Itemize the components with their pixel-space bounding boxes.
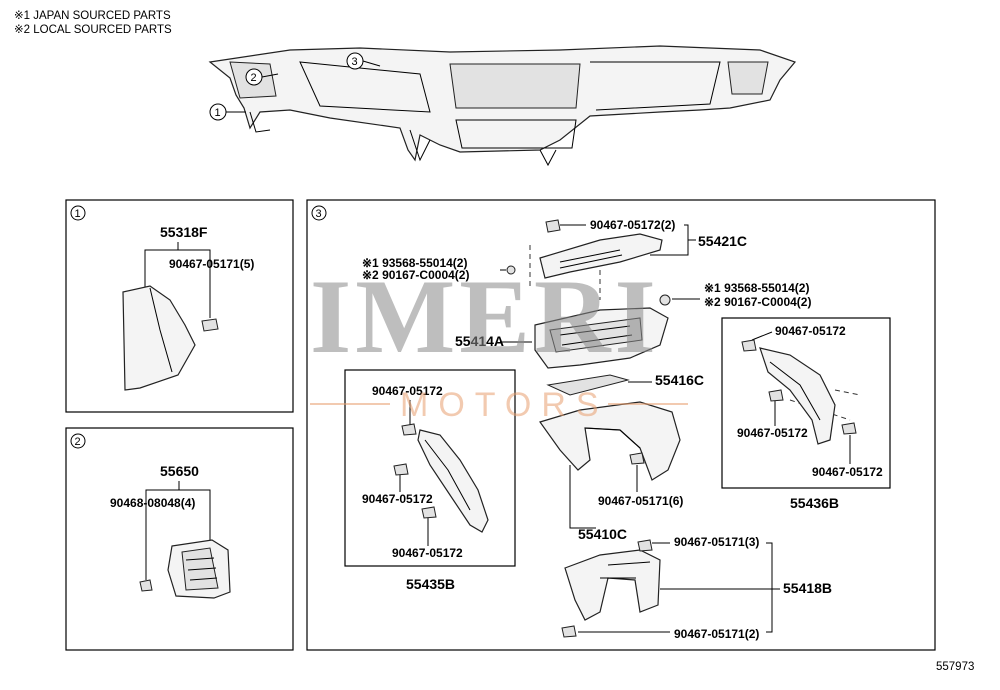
part-55414A-label: 55414A [455,333,504,349]
panel-2-frame [65,427,294,651]
clip-90467-05171-6-label: 90467-05171(6) [598,494,683,508]
part-55650-label: 55650 [160,463,199,479]
clip-55435B-b-label: 90467-05172 [362,492,433,506]
part-55416C-label: 55416C [655,372,704,388]
callout-2-label: 2 [251,72,257,84]
part-55410C-label: 55410C [578,526,627,542]
bolt-right [659,294,671,306]
panel-3-badge [311,205,327,221]
watermark-brand: IMERI [310,258,660,375]
subpanel-55435B-frame [344,369,516,567]
part-55650-shape [139,539,231,599]
note-right-local-label: ※2 90167-C0004(2) [704,295,811,309]
panel-3-badge-label: 3 [316,208,322,220]
note-japan-sourced: ※1 JAPAN SOURCED PARTS [14,10,171,22]
note-right-japan-label: ※1 93568-55014(2) [704,281,809,295]
clip-55436B-b-label: 90467-05172 [737,426,808,440]
part-55436B-shape [741,339,857,445]
diagram-id: 557973 [936,661,974,673]
clip-55435B-a-label: 90467-05172 [372,384,443,398]
clip-55418B-bottom-label: 90467-05171(2) [674,627,759,641]
panel-1-frame [65,199,294,413]
panel-3-frame [306,199,936,651]
clip-55436B-c-label: 90467-05172 [812,465,883,479]
part-55435B-label: 55435B [406,576,455,592]
part-55318F-shape [122,285,219,391]
note-left-japan-label: ※1 93568-55014(2) [362,256,467,270]
part-55318F-label: 55318F [160,224,208,240]
panel-2-badge [70,433,86,449]
clip-90468-08048-label: 90468-08048(4) [110,496,195,510]
clip-90467-05172-2-label: 90467-05172(2) [590,218,675,232]
dashboard-overview [208,45,797,167]
clip-90467-05171-5-label: 90467-05171(5) [169,257,254,271]
callout-3-label: 3 [352,56,358,68]
part-55421C-shape [539,219,663,279]
clip-55436B-a-label: 90467-05172 [775,324,846,338]
part-55435B-shape [393,423,489,533]
part-55436B-label: 55436B [790,495,839,511]
watermark-sub: MOTORS [400,386,609,424]
part-55416C-shape [546,374,630,396]
panel-2-badge-label: 2 [75,436,81,448]
callout-1-label: 1 [215,107,221,119]
panel-1-badge [70,205,86,221]
note-left-local-label: ※2 90167-C0004(2) [362,268,469,282]
clip-55418B-top-label: 90467-05171(3) [674,535,759,549]
part-55421C-label: 55421C [698,233,747,249]
subpanel-55436B-frame [721,317,891,489]
panel-1-badge-label: 1 [75,208,81,220]
note-local-sourced: ※2 LOCAL SOURCED PARTS [14,24,172,36]
part-55418B-label: 55418B [783,580,832,596]
part-55418B-shape [561,539,661,638]
part-55414A-shape [534,307,669,369]
clip-55435B-c-label: 90467-05172 [392,546,463,560]
bolt-left [506,265,516,275]
